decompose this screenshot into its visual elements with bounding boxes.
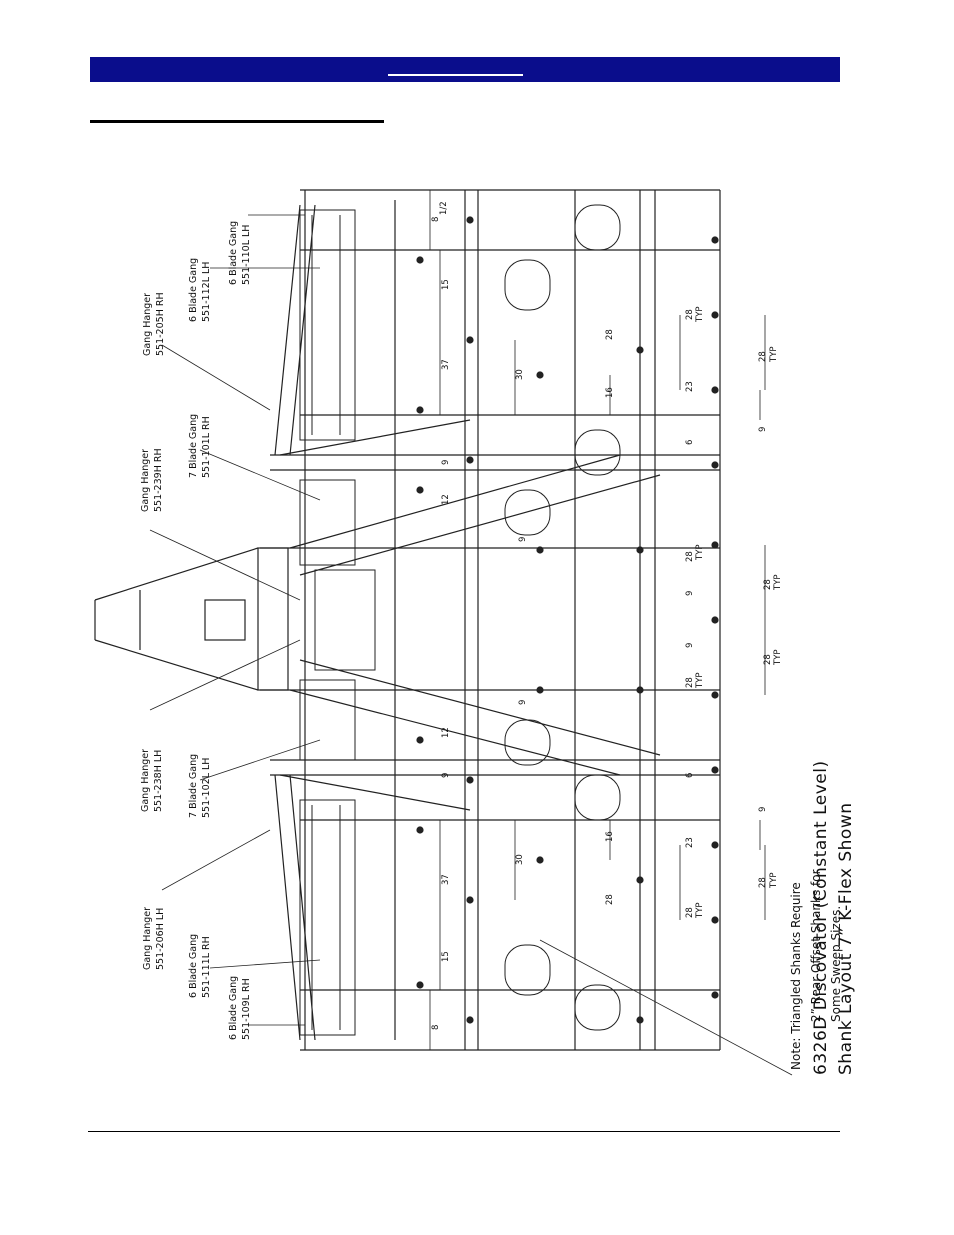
disc-gangs bbox=[299, 209, 376, 1036]
section-rule bbox=[90, 120, 384, 123]
svg-text:551-111L RH: 551-111L RH bbox=[201, 936, 212, 998]
dim-28-typ-g: 28 bbox=[758, 877, 768, 888]
svg-text:6 Blade Gang: 6 Blade Gang bbox=[188, 934, 199, 998]
callout-label: Gang Hanger 551-205H RH bbox=[142, 292, 166, 356]
dim-typ-b: TYP bbox=[769, 346, 779, 363]
dim-30-top: 30 bbox=[515, 369, 525, 380]
note-line-2: 2” Rear Offset Shanks for bbox=[809, 869, 823, 1022]
callout-labels: 6 Blade Gang 551-110L LH 6 Blade Gang 55… bbox=[140, 221, 252, 1040]
svg-text:551-239H RH: 551-239H RH bbox=[153, 448, 164, 512]
dim-9-bot: 9 bbox=[441, 773, 451, 778]
callout-label: 6 Blade Gang 551-112L LH bbox=[188, 258, 212, 322]
drawing-title: 6326D Discovator (Constant Level) Shank … bbox=[811, 760, 856, 1075]
svg-text:Gang Hanger: Gang Hanger bbox=[142, 907, 153, 970]
dim-typ-e: TYP bbox=[773, 649, 783, 666]
title-line-2: Shank Layout 7” K-Flex Shown bbox=[836, 803, 856, 1076]
svg-text:551-109L RH: 551-109L RH bbox=[241, 978, 252, 1040]
callout-label: 6 Blade Gang 551-109L RH bbox=[228, 976, 252, 1040]
dim-typ-f: TYP bbox=[695, 672, 705, 689]
svg-text:Gang Hanger: Gang Hanger bbox=[140, 449, 151, 512]
svg-text:551-110L LH: 551-110L LH bbox=[241, 225, 252, 285]
dim-16-bot: 16 bbox=[605, 831, 615, 842]
dim-9-top: 9 bbox=[441, 460, 451, 465]
dim-28-top: 28 bbox=[605, 329, 615, 340]
dim-half: 1/2 bbox=[439, 201, 449, 215]
dim-37-bot: 37 bbox=[441, 874, 451, 885]
callout-label: 6 Blade Gang 551-110L LH bbox=[228, 221, 252, 285]
dim-typ-c: TYP bbox=[695, 544, 705, 561]
dim-28-typ-b: 28 bbox=[758, 351, 768, 362]
dimension-labels: 8 1/2 15 37 9 12 30 28 16 23 28 TYP 28 T… bbox=[431, 201, 783, 1030]
dim-28-typ-a: 28 bbox=[685, 309, 695, 320]
dim-16-top: 16 bbox=[605, 387, 615, 398]
dim-37-top: 37 bbox=[441, 359, 451, 370]
dim-28-typ-d: 28 bbox=[763, 579, 773, 590]
header-bar bbox=[90, 57, 840, 82]
dim-28-typ-f: 28 bbox=[685, 677, 695, 688]
title-line-1: 6326D Discovator (Constant Level) bbox=[811, 760, 831, 1075]
dim-28-typ-e: 28 bbox=[763, 654, 773, 665]
dim-8-top: 8 bbox=[431, 217, 441, 222]
callout-label: Gang Hanger 551-239H RH bbox=[140, 448, 164, 512]
dim-9-mid-c: 9 bbox=[685, 643, 695, 648]
dim-23-top: 23 bbox=[685, 381, 695, 392]
dimension-lines bbox=[429, 190, 766, 1050]
gauge-wheels bbox=[504, 204, 621, 1031]
dim-12-bot: 12 bbox=[441, 727, 451, 738]
callout-label: Gang Hanger 551-206H LH bbox=[142, 907, 166, 970]
dim-9-mid-d: 9 bbox=[518, 700, 528, 705]
shank-sweeps bbox=[416, 216, 719, 1024]
callout-label: 6 Blade Gang 551-111L RH bbox=[188, 934, 212, 998]
callout-label: 7 Blade Gang 551-101L RH bbox=[188, 414, 212, 478]
header-underline bbox=[388, 74, 523, 76]
dim-15-top: 15 bbox=[441, 279, 451, 290]
svg-text:551-102L LH: 551-102L LH bbox=[201, 758, 212, 818]
dim-typ-d: TYP bbox=[773, 574, 783, 591]
dim-9-mid-a: 9 bbox=[518, 537, 528, 542]
svg-text:Gang Hanger: Gang Hanger bbox=[140, 749, 151, 812]
note-line-3: Some Sweep Sizes. bbox=[829, 906, 843, 1022]
svg-text:551-205H RH: 551-205H RH bbox=[155, 292, 166, 356]
svg-text:551-112L LH: 551-112L LH bbox=[201, 262, 212, 322]
dim-9-side: 9 bbox=[758, 427, 768, 432]
dim-28-bot: 28 bbox=[605, 894, 615, 905]
dim-9-side-bot: 9 bbox=[758, 807, 768, 812]
dim-28-typ-c: 28 bbox=[685, 551, 695, 562]
svg-text:551-101L RH: 551-101L RH bbox=[201, 416, 212, 478]
dim-8-bot: 8 bbox=[431, 1025, 441, 1030]
callout-label: Gang Hanger 551-238H LH bbox=[140, 749, 164, 812]
dim-30-bot: 30 bbox=[515, 854, 525, 865]
callout-leaders bbox=[149, 214, 793, 1076]
dim-12-top: 12 bbox=[441, 494, 451, 505]
svg-text:551-238H LH: 551-238H LH bbox=[153, 750, 164, 812]
svg-text:7 Blade Gang: 7 Blade Gang bbox=[188, 414, 199, 478]
dim-6-bot: 6 bbox=[685, 773, 695, 778]
callout-label: 7 Blade Gang 551-102L LH bbox=[188, 754, 212, 818]
note-block: Note: Triangled Shanks Require 2” Rear O… bbox=[789, 869, 843, 1070]
svg-text:6 Blade Gang: 6 Blade Gang bbox=[188, 258, 199, 322]
svg-text:551-206H LH: 551-206H LH bbox=[155, 908, 166, 970]
dim-typ-a: TYP bbox=[695, 306, 705, 323]
dim-23-bot: 23 bbox=[685, 837, 695, 848]
dim-typ-h: TYP bbox=[695, 902, 705, 919]
footer-rule bbox=[88, 1131, 840, 1132]
svg-text:7 Blade Gang: 7 Blade Gang bbox=[188, 754, 199, 818]
dim-6-top: 6 bbox=[685, 440, 695, 445]
dim-typ-g: TYP bbox=[769, 872, 779, 889]
svg-text:Gang Hanger: Gang Hanger bbox=[142, 293, 153, 356]
svg-text:6 Blade Gang: 6 Blade Gang bbox=[228, 976, 239, 1040]
note-line-1: Note: Triangled Shanks Require bbox=[789, 882, 803, 1070]
frame-structure bbox=[94, 189, 721, 1051]
dim-28-typ-h: 28 bbox=[685, 907, 695, 918]
svg-text:6 Blade Gang: 6 Blade Gang bbox=[228, 221, 239, 285]
dim-15-bot: 15 bbox=[441, 951, 451, 962]
dim-9-mid-b: 9 bbox=[685, 591, 695, 596]
